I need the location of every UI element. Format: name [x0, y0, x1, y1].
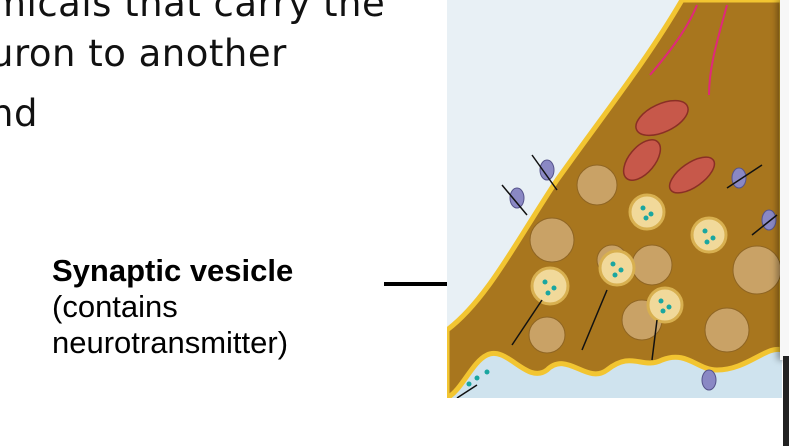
label-line-2: (contains — [52, 289, 178, 324]
dark-bar-edge — [783, 356, 789, 446]
side-panel-edge — [780, 0, 789, 360]
body-text-line-2: uron to another — [0, 32, 287, 75]
flow-arrows — [649, 4, 728, 96]
label-title: Synaptic vesicle — [52, 253, 294, 288]
filled-vesicles — [530, 193, 728, 324]
body-text-line-3: nd — [0, 92, 38, 135]
body-text-line-1: micals that carry the — [0, 0, 386, 25]
neurotransmitter-dots — [466, 205, 716, 387]
synaptic-vesicle-label: Synaptic vesicle (contains neurotransmit… — [52, 253, 293, 361]
release-arrows — [456, 154, 778, 398]
synaptic-terminal-illustration — [447, 0, 782, 398]
mitochondria — [622, 99, 716, 194]
label-line-3: neurotransmitter) — [52, 325, 289, 360]
